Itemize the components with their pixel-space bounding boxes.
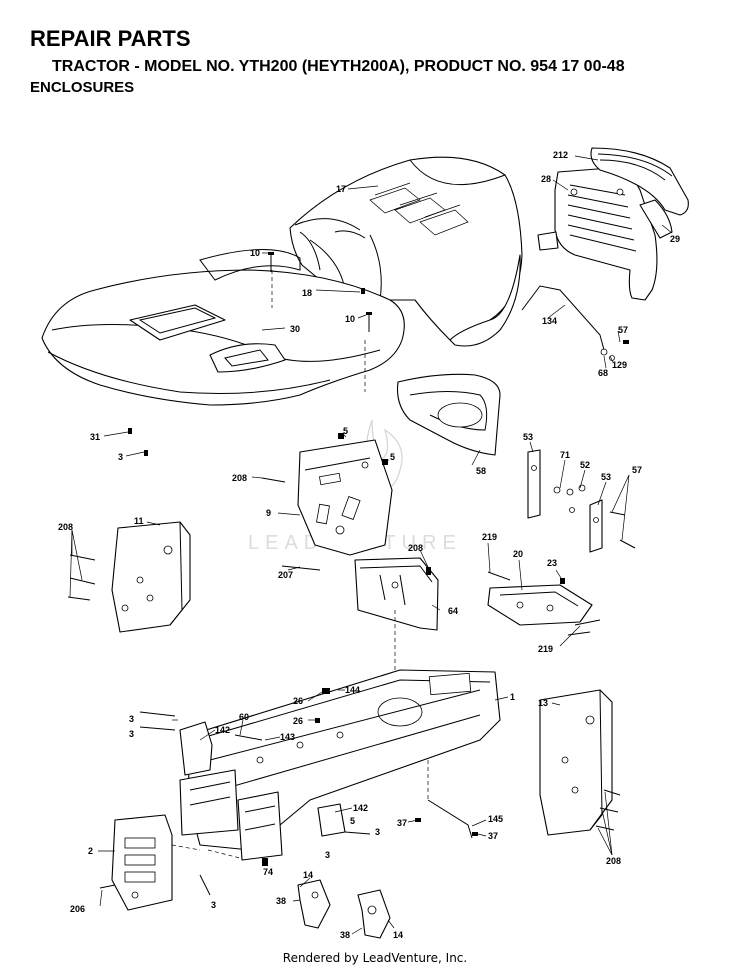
callout-2: 2 — [88, 846, 93, 856]
steering-bracket-part — [354, 557, 439, 631]
callout-53b: 53 — [601, 472, 611, 482]
callout-9: 9 — [266, 508, 271, 518]
callout-30: 30 — [290, 324, 300, 334]
right-side-plate-part — [539, 689, 613, 836]
model-subtitle: TRACTOR - MODEL NO. YTH200 (HEYTH200A), … — [52, 58, 625, 75]
leader-lines — [69, 155, 673, 935]
hinge-brackets-part — [527, 449, 603, 553]
section-title: ENCLOSURES — [30, 79, 135, 96]
support-rod-part — [521, 285, 605, 351]
callout-142b: 142 — [353, 803, 368, 813]
callout-18: 18 — [302, 288, 312, 298]
callout-10b: 10 — [345, 314, 355, 324]
rear-bracket-part — [237, 791, 346, 861]
front-bracket-part — [179, 721, 239, 836]
page-title: REPAIR PARTS — [30, 26, 191, 51]
callout-144: 144 — [345, 685, 360, 695]
callout-11: 11 — [134, 516, 144, 526]
callout-142a: 142 — [215, 725, 230, 735]
footer-credit: Rendered by LeadVenture, Inc. — [282, 951, 468, 965]
callout-207: 207 — [278, 570, 293, 580]
callout-71: 71 — [560, 450, 570, 460]
mounting-plate-part — [487, 584, 593, 626]
callout-52: 52 — [580, 460, 590, 470]
callout-208c: 208 — [408, 543, 423, 553]
callout-3f: 3 — [211, 900, 216, 910]
callout-206: 206 — [70, 904, 85, 914]
callout-3a: 3 — [118, 452, 123, 462]
callout-208b: 208 — [58, 522, 73, 532]
lower-plate-part — [111, 814, 173, 911]
callout-74: 74 — [263, 867, 273, 877]
callout-13: 13 — [538, 698, 548, 708]
callout-212: 212 — [553, 150, 568, 160]
fasteners — [67, 252, 636, 896]
callout-5b: 5 — [390, 452, 395, 462]
callout-29: 29 — [670, 234, 680, 244]
callout-3c: 3 — [129, 729, 134, 739]
callout-68: 68 — [598, 368, 608, 378]
parts-diagram: LEADVENTURE — [41, 147, 689, 940]
callout-37a: 37 — [397, 818, 407, 828]
callout-3d: 3 — [375, 827, 380, 837]
callout-10a: 10 — [250, 248, 260, 258]
callout-26a: 26 — [293, 696, 303, 706]
callout-17: 17 — [336, 184, 346, 194]
callout-145: 145 — [488, 814, 503, 824]
brake-rod-part — [427, 799, 473, 839]
callout-5c: 5 — [350, 816, 355, 826]
dash-support-part — [297, 439, 393, 556]
callout-58: 58 — [476, 466, 486, 476]
callout-57b: 57 — [632, 465, 642, 475]
callout-28: 28 — [541, 174, 551, 184]
dash-panel-part — [41, 248, 405, 406]
callout-60: 60 — [239, 712, 249, 722]
callout-129: 129 — [612, 360, 627, 370]
callout-208d: 208 — [606, 856, 621, 866]
callout-14a: 14 — [303, 870, 313, 880]
left-side-plate-part — [111, 521, 191, 633]
callout-31: 31 — [90, 432, 100, 442]
callout-1: 1 — [510, 692, 515, 702]
callout-labels: 212 28 17 29 10 18 10 30 134 57 129 68 3… — [58, 150, 680, 940]
callout-208a: 208 — [232, 473, 247, 483]
callout-3e: 3 — [325, 850, 330, 860]
small-bracket-right-part — [357, 889, 391, 939]
small-bracket-left-part — [297, 879, 331, 929]
callout-53a: 53 — [523, 432, 533, 442]
callout-38a: 38 — [276, 896, 286, 906]
callout-219b: 219 — [538, 644, 553, 654]
callout-219a: 219 — [482, 532, 497, 542]
callout-38b: 38 — [340, 930, 350, 940]
callout-134: 134 — [542, 316, 557, 326]
callout-57a: 57 — [618, 325, 628, 335]
callout-3b: 3 — [129, 714, 134, 724]
callout-37b: 37 — [488, 831, 498, 841]
callout-23: 23 — [547, 558, 557, 568]
grille-part — [537, 147, 689, 301]
callout-143: 143 — [280, 732, 295, 742]
callout-5a: 5 — [343, 426, 348, 436]
callout-20: 20 — [513, 549, 523, 559]
callout-14b: 14 — [393, 930, 403, 940]
callout-64: 64 — [448, 606, 458, 616]
callout-26b: 26 — [293, 716, 303, 726]
tank-shroud-part — [396, 373, 501, 456]
